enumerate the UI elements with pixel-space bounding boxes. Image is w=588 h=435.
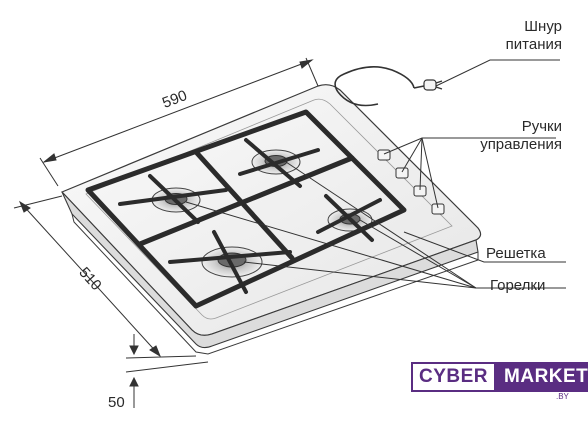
- cybermarket-logo: CYBER MARKET: [411, 362, 588, 392]
- knob-2: [395, 167, 409, 179]
- leader-lines: [185, 59, 566, 289]
- label-control-knobs-line1: Ручки: [521, 118, 562, 135]
- grate: [85, 109, 407, 309]
- label-power-cord-line1: Шнур: [524, 18, 562, 35]
- logo-part2: MARKET: [496, 362, 588, 392]
- control-knobs: [377, 149, 445, 215]
- power-cord: [334, 66, 443, 107]
- label-power-cord: Шнур питания: [486, 18, 562, 54]
- label-power-cord-line2: питания: [505, 36, 562, 53]
- dimension-width: [39, 57, 319, 187]
- knob-1: [377, 149, 391, 161]
- logo-suffix: .BY: [556, 392, 569, 401]
- knob-4: [431, 203, 445, 215]
- logo-part1: CYBER: [411, 362, 497, 392]
- label-grate: Решетка: [486, 245, 546, 262]
- label-control-knobs-line2: управления: [480, 136, 562, 153]
- label-burners: Горелки: [490, 277, 546, 294]
- label-control-knobs: Ручки управления: [446, 118, 562, 154]
- dimension-height: [125, 334, 209, 408]
- dimension-height-label: 50: [108, 394, 125, 411]
- dimension-depth: [13, 195, 162, 358]
